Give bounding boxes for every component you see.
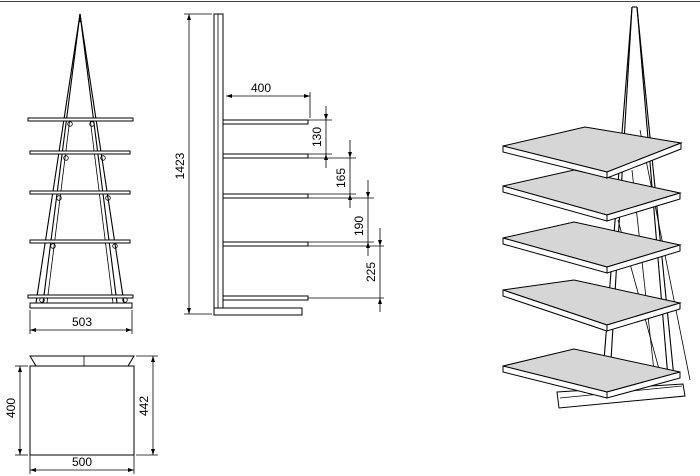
side-shelves <box>222 119 309 301</box>
front-width-label: 503 <box>72 315 92 329</box>
front-shelves <box>27 117 134 299</box>
plan-width-label: 500 <box>72 455 92 469</box>
gap-1-label: 130 <box>310 127 324 147</box>
side-view: 1423 400 130 165 190 225 <box>173 13 384 316</box>
shelf-depth-label: 400 <box>251 81 271 95</box>
gap-4-label: 225 <box>364 262 378 282</box>
plan-depth-outer-label: 442 <box>137 396 151 416</box>
plan-depth-label: 400 <box>4 398 18 418</box>
isometric-view <box>502 6 691 409</box>
gap-3-label: 190 <box>352 216 366 236</box>
side-height-label: 1423 <box>173 152 187 179</box>
iso-shelves <box>502 126 683 399</box>
plan-view: 400 442 500 <box>4 355 158 474</box>
front-pegs <box>39 121 128 303</box>
gap-2-label: 165 <box>334 168 348 188</box>
front-view: 503 <box>27 13 134 334</box>
